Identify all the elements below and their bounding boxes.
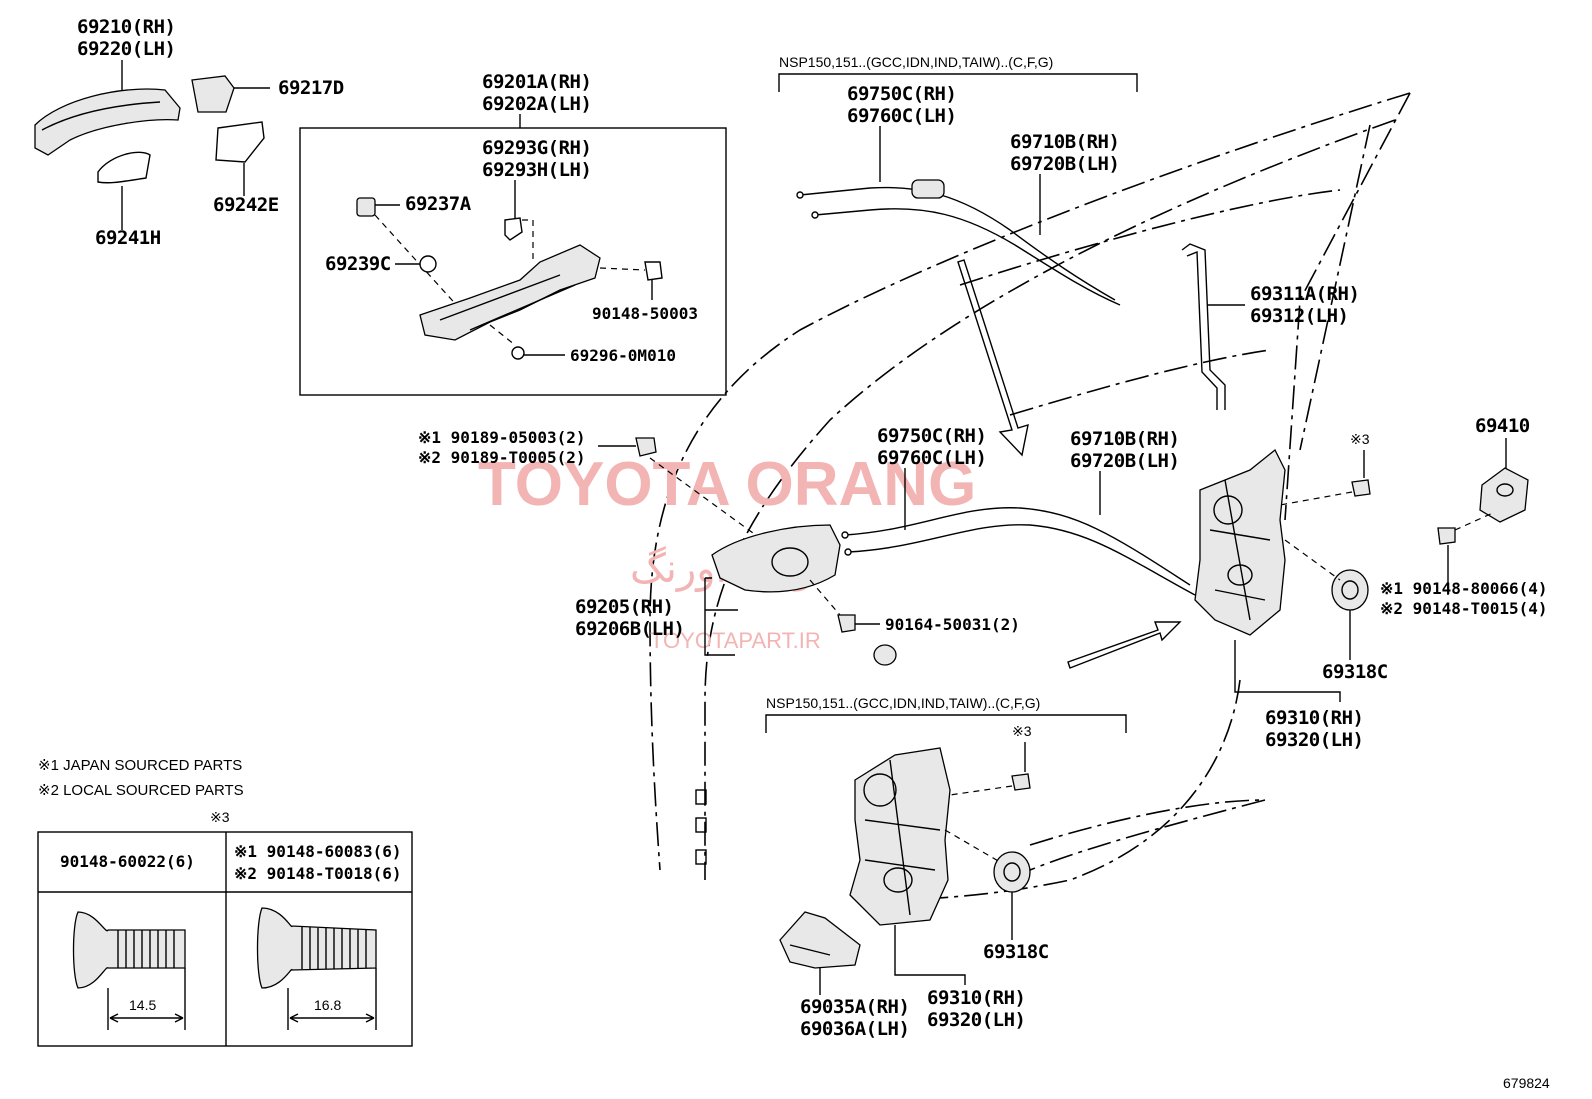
clip-69239C bbox=[419, 255, 437, 273]
direction-arrows bbox=[957, 259, 1182, 669]
part-label-69242E: 69242E bbox=[213, 194, 279, 216]
part-label-69310-lower: 69310(RH) bbox=[927, 987, 1025, 1009]
part-label-69201A: 69201A(RH) bbox=[482, 71, 591, 93]
part-label-69036A: 69036A(LH) bbox=[800, 1018, 909, 1040]
part-label-69710B-mid: 69710B(RH) bbox=[1070, 428, 1179, 450]
seal-69318C-upper bbox=[1331, 569, 1369, 611]
bolt-table: ※3 90148-60022(6) ※1 90148-60083(6) ※2 9… bbox=[37, 809, 413, 1047]
mark-3-lower: ※3 bbox=[1012, 723, 1032, 739]
clip-90189 bbox=[635, 437, 657, 457]
cable-69750C-mid bbox=[844, 507, 1191, 586]
clip-69237A bbox=[356, 197, 376, 217]
inside-handle-group: ※1 90189-05003(2) ※2 90189-T0005(2) 6975… bbox=[418, 425, 1196, 666]
diagram-id: 679824 bbox=[1503, 1075, 1550, 1091]
part-label-90148-80066: ※1 90148-80066(4) bbox=[1380, 579, 1548, 598]
cable-69750C-top bbox=[799, 186, 1116, 301]
lower-lock-group: NSP150,151..(GCC,IDN,IND,TAIW)..(C,F,G) … bbox=[765, 695, 1127, 1040]
cap-pad-69242E bbox=[215, 121, 265, 163]
handle-cap-69217D bbox=[191, 75, 235, 113]
sourcing-notes: ※1 JAPAN SOURCED PARTS ※2 LOCAL SOURCED … bbox=[38, 757, 244, 799]
rod-69311A bbox=[1181, 243, 1226, 410]
bolt-table-col1-header: 90148-60022(6) bbox=[60, 852, 195, 871]
part-label-69239C: 69239C bbox=[325, 253, 391, 275]
mark-3-upper: ※3 bbox=[1350, 431, 1370, 447]
part-label-69750C-top: 69750C(RH) bbox=[847, 83, 956, 105]
handle-frame-box bbox=[299, 127, 727, 396]
bolt-table-col2-dim: 16.8 bbox=[314, 997, 341, 1013]
part-label-90148-50003: 90148-50003 bbox=[592, 304, 698, 323]
part-label-69320-upper: 69320(LH) bbox=[1265, 729, 1363, 751]
cover-69035A bbox=[779, 911, 861, 969]
cap-plug bbox=[873, 644, 897, 666]
part-label-69296: 69296-0M010 bbox=[570, 346, 676, 365]
part-label-69217D: 69217D bbox=[278, 77, 344, 99]
part-label-69310-upper: 69310(RH) bbox=[1265, 707, 1363, 729]
bolt-90148-60083 bbox=[256, 907, 377, 989]
handle-pad-69241H bbox=[97, 151, 151, 184]
bolt-table-col1-dim: 14.5 bbox=[129, 997, 156, 1013]
part-label-69206B: 69206B(LH) bbox=[575, 618, 684, 640]
variant-label-lower: NSP150,151..(GCC,IDN,IND,TAIW)..(C,F,G) bbox=[766, 695, 1040, 711]
upper-lock-group: ※3 69410 ※1 90148-80066(4) ※2 90148-T001… bbox=[1194, 415, 1548, 751]
part-label-69760C-mid: 69760C(LH) bbox=[877, 447, 986, 469]
part-label-69320-lower: 69320(LH) bbox=[927, 1009, 1025, 1031]
part-label-69293G: 69293G(RH) bbox=[482, 137, 591, 159]
outside-handle-part bbox=[34, 88, 181, 156]
part-label-69293H: 69293H(LH) bbox=[482, 159, 591, 181]
part-label-69318C-upper: 69318C bbox=[1322, 661, 1388, 683]
watermark: TOYOTA ORANG تویوتا اورنگ TOYOTAPART.IR bbox=[478, 450, 976, 653]
part-label-69410: 69410 bbox=[1475, 415, 1530, 437]
part-label-90148-T0015: ※2 90148-T0015(4) bbox=[1380, 599, 1548, 618]
part-label-69202A: 69202A(LH) bbox=[482, 93, 591, 115]
note-local-sourced: ※2 LOCAL SOURCED PARTS bbox=[38, 782, 244, 799]
part-label-69241H: 69241H bbox=[95, 227, 161, 249]
part-label-69237A: 69237A bbox=[405, 193, 472, 215]
striker-69410 bbox=[1479, 467, 1529, 523]
part-label-69318C-lower: 69318C bbox=[983, 941, 1049, 963]
part-label-69760C-top: 69760C(LH) bbox=[847, 105, 956, 127]
part-label-69710B-top: 69710B(RH) bbox=[1010, 131, 1119, 153]
part-label-90164: 90164-50031(2) bbox=[885, 615, 1020, 634]
bolt-table-col2-header-2: ※2 90148-T0018(6) bbox=[234, 864, 402, 883]
watermark-site: TOYOTAPART.IR bbox=[650, 628, 821, 653]
bolt-90148-80066 bbox=[1437, 527, 1456, 545]
part-label-69750C-mid: 69750C(RH) bbox=[877, 425, 986, 447]
door-lock-part-upper bbox=[1194, 448, 1286, 636]
part-label-69311A: 69311A(RH) bbox=[1250, 283, 1359, 305]
bolt-table-col2-header-1: ※1 90148-60083(6) bbox=[234, 842, 402, 861]
note-japan-sourced: ※1 JAPAN SOURCED PARTS bbox=[38, 757, 242, 774]
upper-cable-group: NSP150,151..(GCC,IDN,IND,TAIW)..(C,F,G) … bbox=[778, 54, 1138, 306]
part-label-90189-05003: ※1 90189-05003(2) bbox=[418, 428, 586, 447]
variant-label-upper: NSP150,151..(GCC,IDN,IND,TAIW)..(C,F,G) bbox=[779, 54, 1053, 70]
rod-group: 69311A(RH) 69312(LH) bbox=[1181, 243, 1360, 410]
part-label-90189-T0005: ※2 90189-T0005(2) bbox=[418, 448, 586, 467]
bolt-90148-50003 bbox=[644, 261, 663, 281]
part-label-69720B-top: 69720B(LH) bbox=[1010, 153, 1119, 175]
outside-handle-group: 69210(RH) 69220(LH) 69217D 69241H 69242E bbox=[34, 16, 344, 249]
part-label-69035A: 69035A(RH) bbox=[800, 996, 909, 1018]
bolt-90148-60022 bbox=[72, 911, 186, 989]
seal-69318C-lower bbox=[993, 851, 1031, 893]
watermark-text: TOYOTA ORANG bbox=[478, 450, 976, 519]
bolt-mark3-lower bbox=[1011, 773, 1031, 791]
part-label-69220: 69220(LH) bbox=[77, 38, 175, 60]
part-label-69210: 69210(RH) bbox=[77, 16, 175, 38]
handle-frame-part bbox=[419, 244, 601, 341]
part-label-69312: 69312(LH) bbox=[1250, 305, 1348, 327]
part-label-69205: 69205(RH) bbox=[575, 596, 673, 618]
part-label-69720B-mid: 69720B(LH) bbox=[1070, 450, 1179, 472]
bolt-table-mark: ※3 bbox=[210, 809, 230, 825]
inside-handle-part bbox=[711, 524, 841, 593]
screw-69296 bbox=[511, 346, 525, 360]
screw-90164 bbox=[837, 614, 856, 633]
handle-frame-group: 69201A(RH) 69202A(LH) 69293G(RH) 69293H(… bbox=[299, 71, 727, 396]
bolt-mark3-upper bbox=[1351, 479, 1371, 497]
